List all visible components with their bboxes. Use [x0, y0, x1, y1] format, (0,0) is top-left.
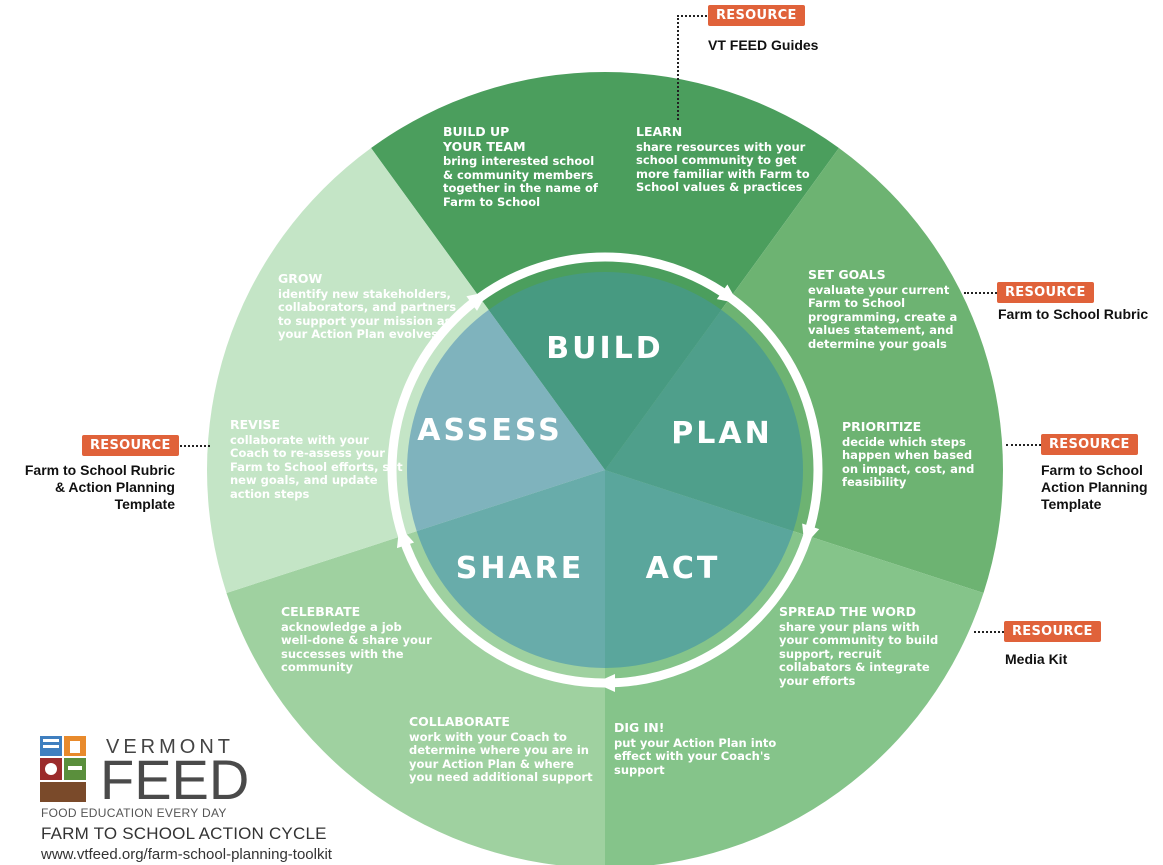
segment-prioritize: PRIORITIZE decide which steps happen whe…: [842, 419, 975, 489]
segment-revise: REVISE collaborate with your Coach to re…: [230, 417, 403, 501]
inner-wedge-share: [416, 470, 605, 668]
outer-wedge-build: [371, 71, 839, 470]
logo-feed: FEED: [100, 748, 250, 811]
segment-set-goals: SET GOALS evaluate your current Farm to …: [808, 267, 958, 351]
logo-tagline: FOOD EDUCATION EVERY DAY: [41, 806, 227, 820]
resource-connector: [677, 15, 679, 120]
resource-label: VT FEED Guides: [708, 37, 819, 53]
resource-connector: [1006, 444, 1041, 446]
footer-url: www.vtfeed.org/farm-school-planning-tool…: [41, 846, 332, 863]
resource-connector: [974, 631, 1004, 633]
resource-connector: [677, 15, 707, 17]
segment-grow: GROW identify new stakeholders, collabor…: [278, 271, 457, 341]
segment-celebrate: CELEBRATE acknowledge a job well-done & …: [281, 604, 432, 674]
segment-build-up-team: BUILD UP YOUR TEAM bring interested scho…: [443, 124, 598, 209]
inner-wedge-assess: [407, 309, 605, 532]
phase-label-share: SHARE: [456, 551, 585, 586]
resource-label: Farm to School Action Planning Template: [1041, 462, 1148, 512]
resource-label: Media Kit: [1005, 651, 1068, 667]
resource-badge: RESOURCE: [708, 5, 805, 26]
resource-badge: RESOURCE: [997, 282, 1094, 303]
vermont-feed-logo-icon: [40, 736, 86, 802]
cycle-arrow-icon: [396, 526, 415, 549]
logo-vermont: VERMONT: [106, 736, 234, 758]
phase-label-plan: PLAN: [671, 416, 772, 451]
resource-label: Farm to School Rubric: [998, 306, 1149, 322]
cycle-arrow-icon: [466, 291, 488, 311]
phase-label-act: ACT: [646, 551, 721, 586]
resource-badge: RESOURCE: [1041, 434, 1138, 455]
cycle-arrow-icon: [802, 523, 820, 546]
inner-wedge-build: [488, 272, 722, 470]
phase-label-assess: ASSESS: [417, 413, 562, 448]
resource-label: Farm to School Rubric & Action Planning …: [24, 462, 175, 512]
resource-badge: RESOURCE: [1004, 621, 1101, 642]
resource-action-planning-template: RESOURCE: [1041, 433, 1138, 455]
cycle-arrow-icon: [595, 674, 615, 692]
segment-dig-in: DIG IN! put your Action Plan into effect…: [614, 720, 777, 777]
phase-label-build: BUILD: [546, 331, 663, 366]
footer-title: FARM TO SCHOOL ACTION CYCLE: [41, 824, 327, 843]
resource-farm-to-school-rubric: RESOURCE: [997, 281, 1094, 303]
resource-vt-feed-guides: RESOURCE: [708, 4, 805, 26]
inner-wedge-plan: [605, 309, 803, 532]
cycle-arrow-icon: [716, 284, 739, 304]
segment-spread-the-word: SPREAD THE WORD share your plans with yo…: [779, 604, 939, 688]
resource-rubric-and-template: RESOURCE: [82, 434, 179, 456]
resource-connector: [177, 445, 210, 447]
resource-media-kit: RESOURCE: [1004, 620, 1101, 642]
resource-connector: [964, 292, 997, 294]
segment-collaborate: COLLABORATE work with your Coach to dete…: [409, 714, 593, 784]
resource-badge: RESOURCE: [82, 435, 179, 456]
inner-wedge-act: [605, 470, 794, 668]
segment-learn: LEARN share resources with your school c…: [636, 124, 810, 194]
